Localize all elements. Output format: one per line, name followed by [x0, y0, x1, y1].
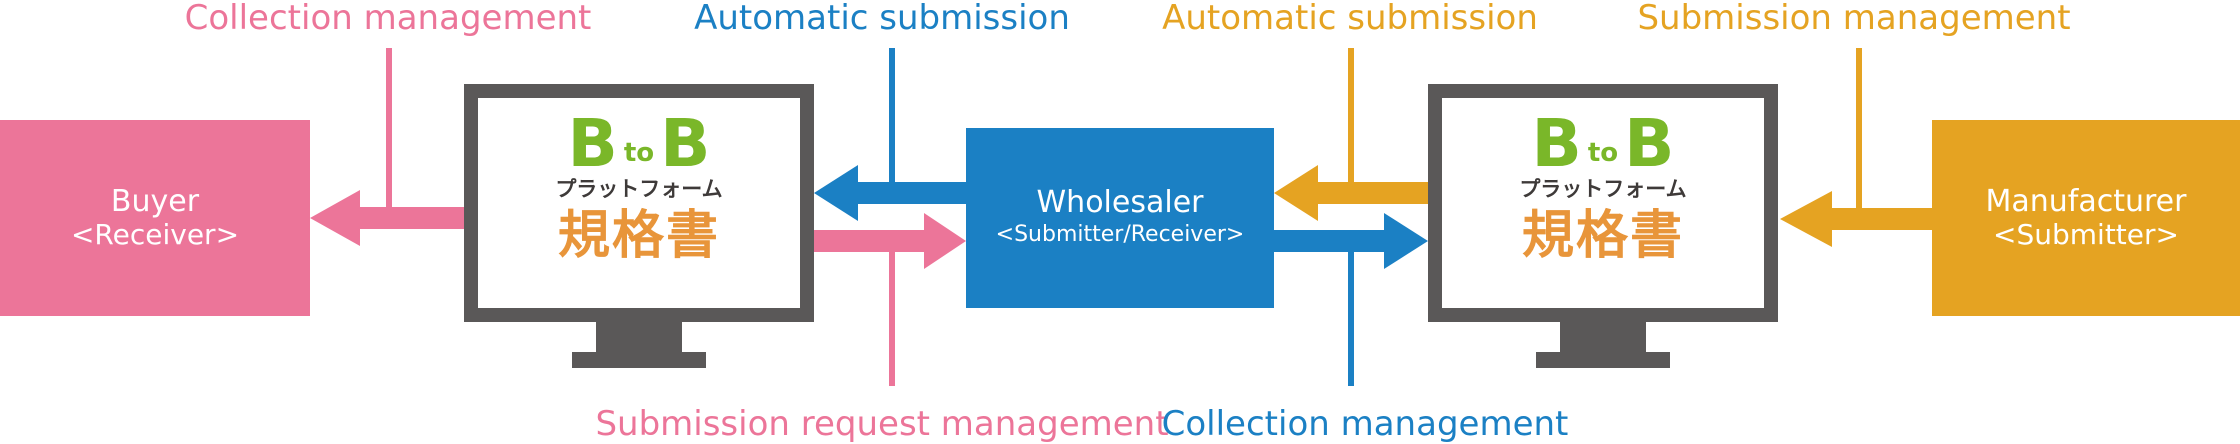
left-platform-logo: B to B プラットフォーム 規格書 — [478, 105, 800, 267]
logo-platform-text: プラットフォーム — [1519, 177, 1687, 201]
logo-specification-text: 規格書 — [1521, 206, 1684, 266]
connector-line-collection-buyer — [386, 48, 392, 210]
right-platform-logo: B to B プラットフォーム 規格書 — [1442, 105, 1764, 267]
left-monitor-stand-neck — [596, 322, 682, 354]
logo-to: to — [623, 138, 655, 168]
arrow-manufacturer-to-right-monitor — [1780, 191, 1932, 247]
logo-to: to — [1587, 138, 1619, 168]
connector-line-auto-submission-wholesaler — [889, 48, 895, 188]
logo-letter-b-left: B — [1531, 105, 1582, 182]
logo-platform-text: プラットフォーム — [555, 177, 723, 201]
label-collection-management-buyer: Collection management — [184, 0, 592, 38]
wholesaler-title: Wholesaler — [1036, 185, 1204, 220]
label-collection-management-wholesaler: Collection management — [1161, 404, 1569, 444]
right-monitor-screen — [1442, 98, 1764, 308]
arrow-to-buyer — [310, 190, 464, 246]
buyer-title: Buyer — [110, 184, 200, 219]
buyer-role: <Receiver> — [70, 218, 240, 251]
connector-line-collection-wholesaler — [1348, 240, 1354, 386]
logo-letter-b-right: B — [660, 105, 711, 182]
manufacturer-box: Manufacturer <Submitter> — [1932, 120, 2240, 316]
label-submission-request-management: Submission request management — [595, 404, 1169, 444]
wholesaler-box: Wholesaler <Submitter/Receiver> — [966, 128, 1274, 308]
right-monitor-stand-neck — [1560, 322, 1646, 354]
label-automatic-submission-wholesaler: Automatic submission — [694, 0, 1070, 38]
connector-line-submission-request — [889, 240, 895, 386]
label-submission-management: Submission management — [1637, 0, 2071, 38]
label-automatic-submission-manufacturer: Automatic submission — [1162, 0, 1538, 38]
logo-letter-b-left: B — [567, 105, 618, 182]
buyer-box: Buyer <Receiver> — [0, 120, 310, 316]
wholesaler-role: <Submitter/Receiver> — [995, 222, 1245, 247]
manufacturer-title: Manufacturer — [1985, 184, 2187, 219]
manufacturer-role: <Submitter> — [1993, 218, 2179, 251]
connector-line-submission-management — [1856, 48, 1862, 214]
arrow-wholesaler-to-right-monitor — [1274, 213, 1428, 269]
left-monitor-screen — [478, 98, 800, 308]
logo-specification-text: 規格書 — [557, 206, 720, 266]
left-monitor-stand-base — [572, 352, 706, 368]
logo-letter-b-right: B — [1624, 105, 1675, 182]
connector-line-auto-submission-manufacturer — [1348, 48, 1354, 194]
arrow-wholesaler-to-left-monitor — [814, 165, 968, 221]
arrow-right-monitor-to-wholesaler — [1274, 165, 1428, 221]
right-monitor-stand-base — [1536, 352, 1670, 368]
arrow-left-monitor-to-wholesaler — [814, 213, 966, 269]
